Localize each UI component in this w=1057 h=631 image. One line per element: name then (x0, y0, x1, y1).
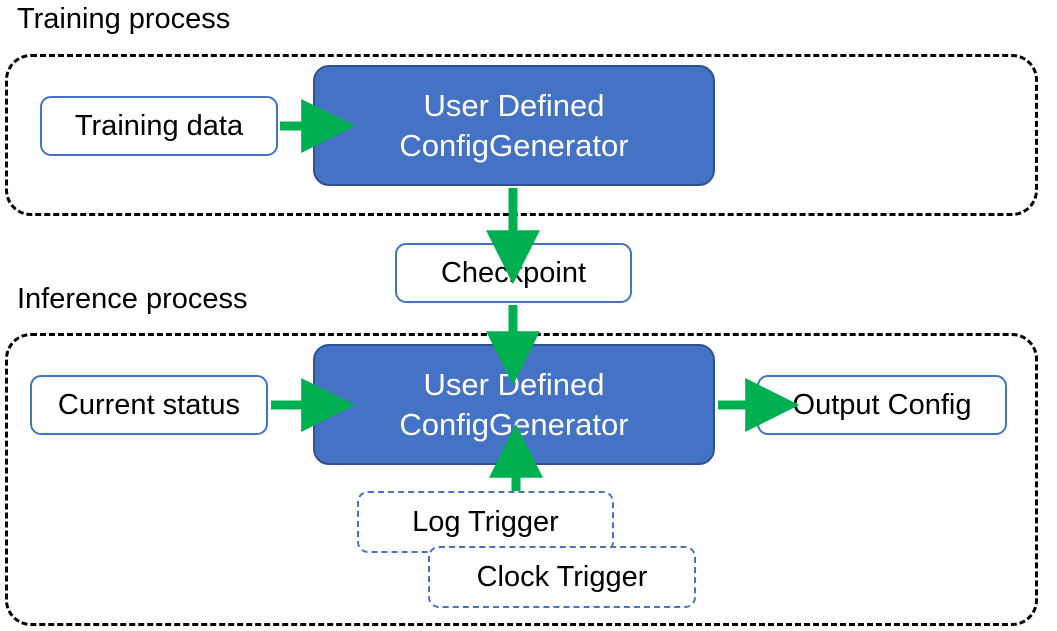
node-training-data[interactable]: Training data (40, 96, 278, 156)
section-title-inference: Inference process (17, 283, 248, 315)
section-title-training: Training process (17, 3, 231, 35)
node-train-user-defined-config-generator[interactable]: User Defined ConfigGenerator (313, 65, 715, 186)
node-log-trigger[interactable]: Log Trigger (357, 491, 614, 553)
node-clock-trigger[interactable]: Clock Trigger (428, 546, 696, 608)
node-infer-user-defined-config-generator[interactable]: User Defined ConfigGenerator (313, 344, 715, 465)
node-infer-config-generator-line1: User Defined (423, 366, 605, 402)
group-container-training-process (5, 54, 1038, 216)
node-train-config-generator-line2: ConfigGenerator (399, 127, 629, 163)
node-infer-config-generator-line2: ConfigGenerator (399, 406, 629, 442)
node-current-status[interactable]: Current status (30, 375, 268, 435)
node-output-config[interactable]: Output Config (757, 375, 1007, 435)
node-train-config-generator-line1: User Defined (423, 87, 605, 123)
node-checkpoint[interactable]: Checkpoint (395, 243, 632, 303)
